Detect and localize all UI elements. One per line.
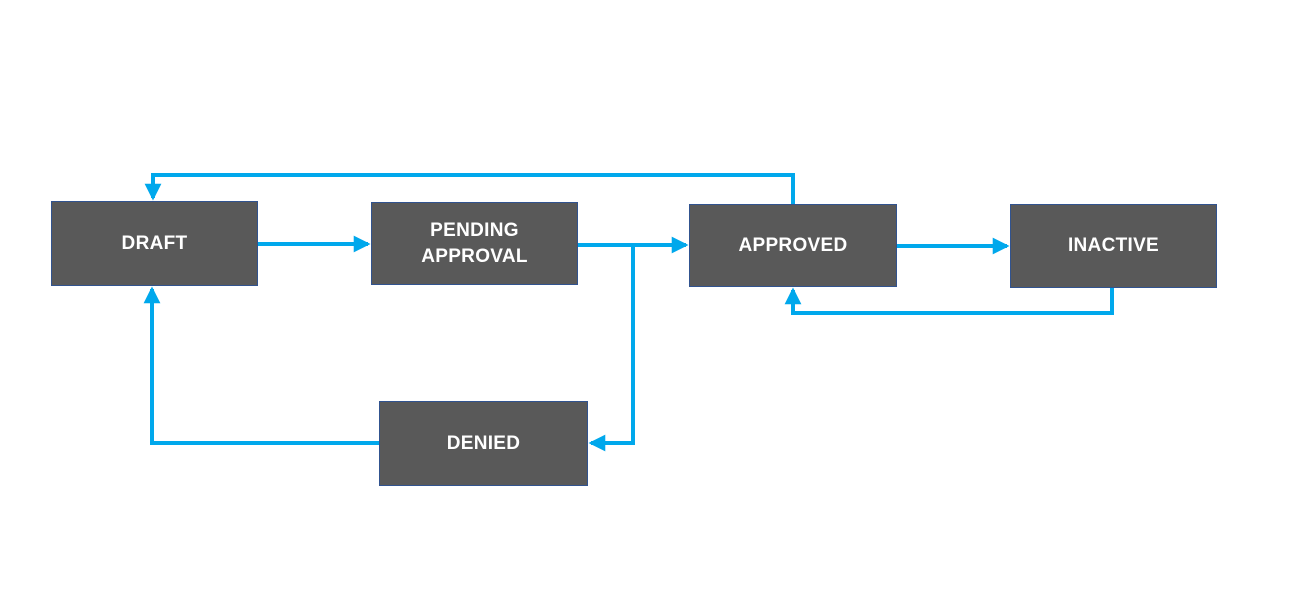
node-inactive-label: INACTIVE — [1067, 235, 1160, 257]
node-denied-label: DENIED — [446, 432, 521, 454]
node-approved-label: APPROVED — [738, 234, 848, 256]
node-inactive: INACTIVE — [1010, 204, 1217, 288]
edge-denied-to-draft — [143, 286, 379, 445]
edge-inactive-to-approved-bottom-loop — [784, 287, 1114, 315]
edge-approved-to-draft-top-loop — [144, 173, 795, 204]
node-draft-label: DRAFT — [121, 232, 188, 254]
node-pending-approval: PENDING APPROVAL — [371, 202, 578, 285]
node-pending-approval-label: PENDING APPROVAL — [421, 219, 528, 267]
node-draft: DRAFT — [51, 201, 258, 286]
node-approved: APPROVED — [689, 204, 897, 287]
node-denied: DENIED — [379, 401, 588, 486]
edge-pending-approval-to-denied — [588, 245, 635, 452]
